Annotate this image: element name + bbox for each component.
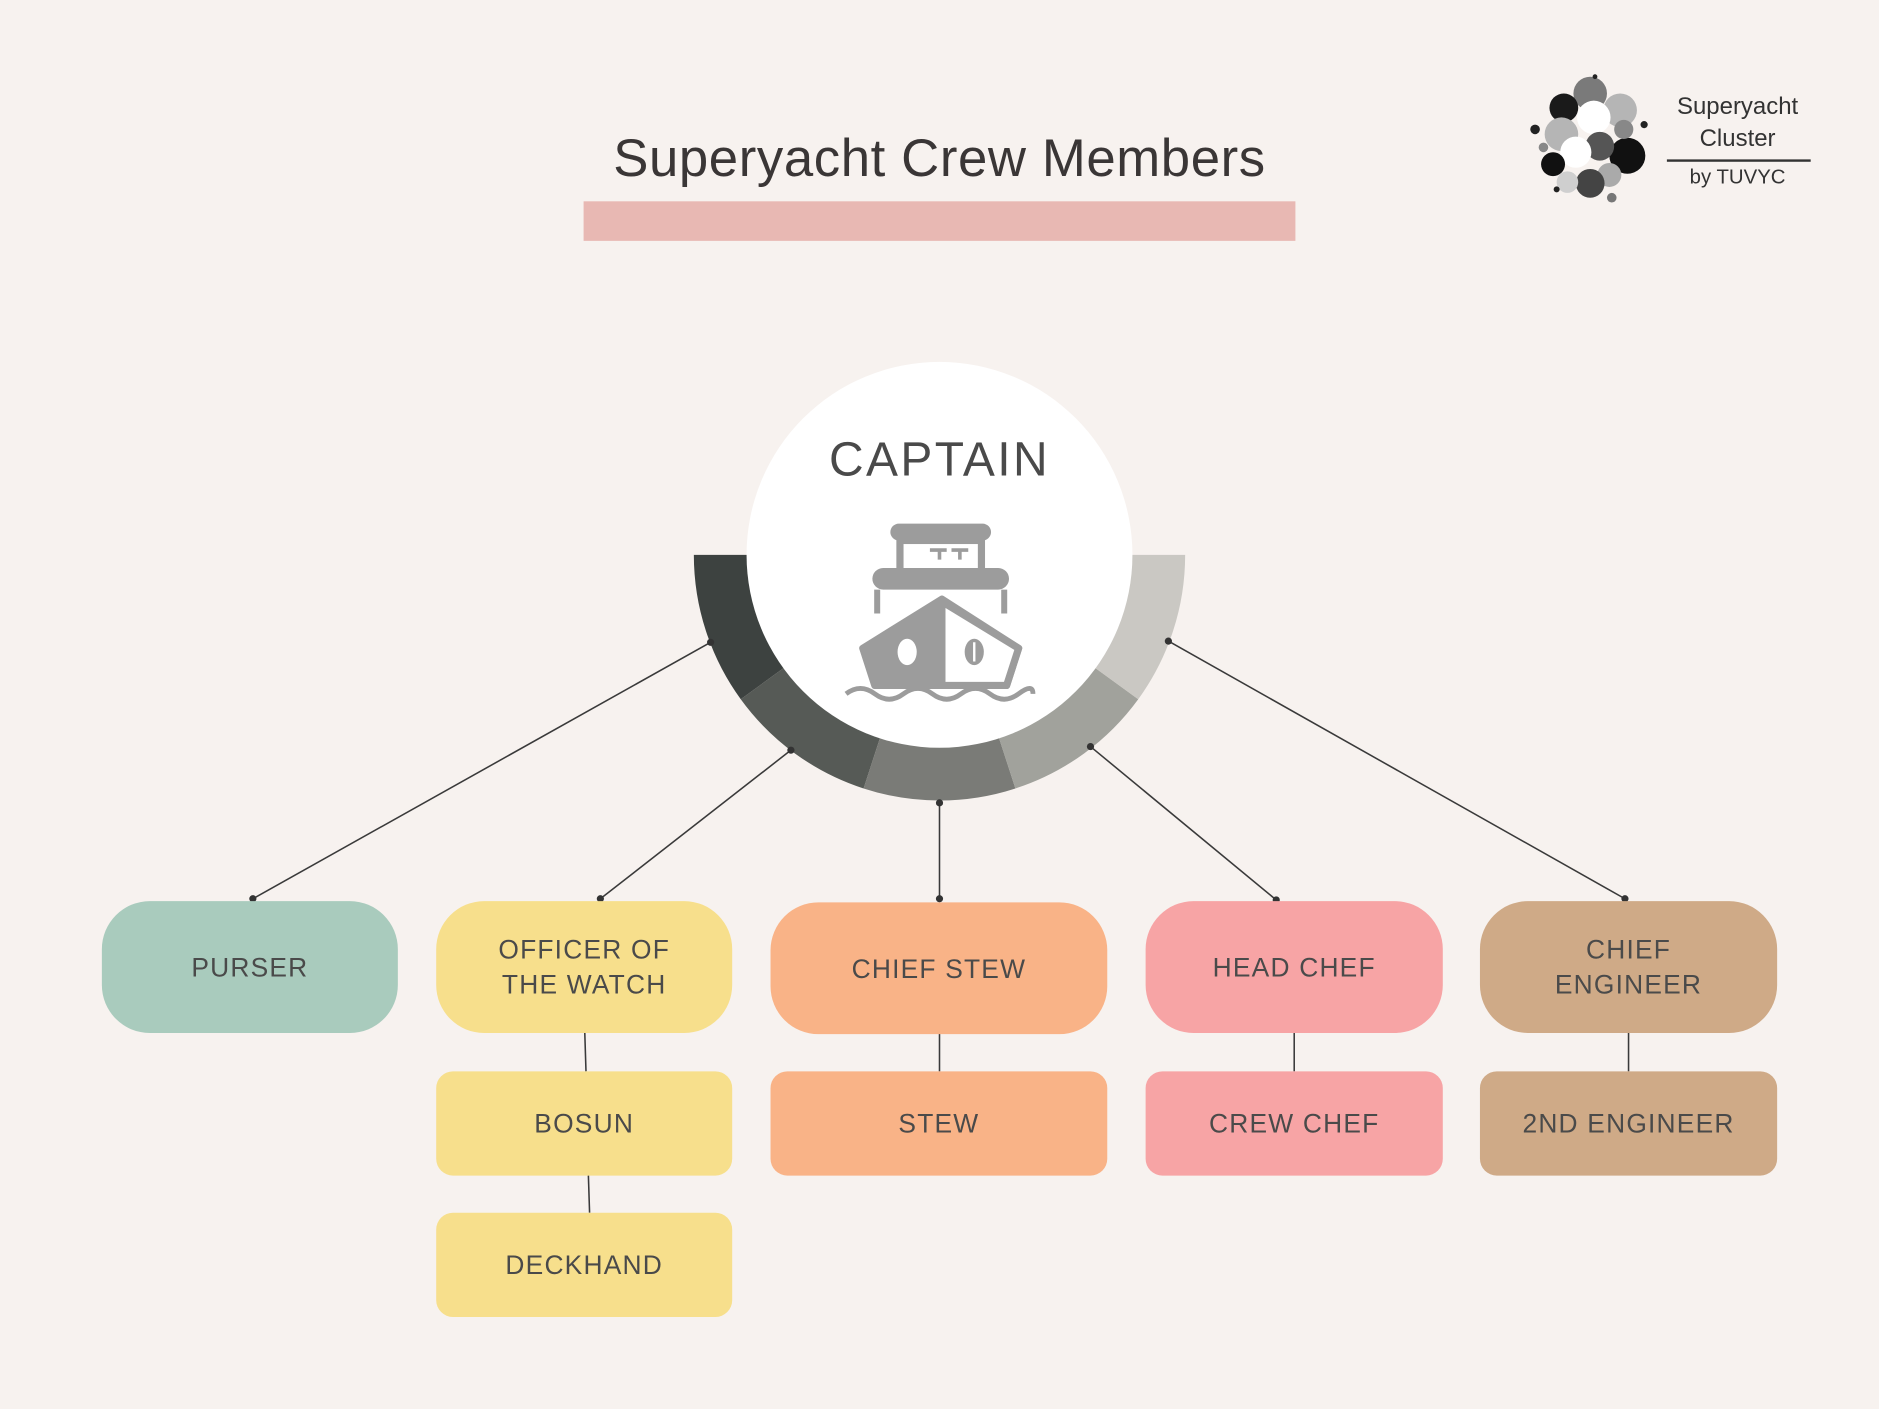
- connector-head-chef: [1089, 745, 1277, 901]
- node-officer-label-line-1: OFFICER OF: [498, 934, 671, 965]
- title-underline-bar: [583, 201, 1296, 241]
- node-purser: PURSER: [101, 901, 398, 1033]
- connector-dots: [249, 637, 1629, 904]
- logo-subtitle: by TUVYC: [1689, 165, 1786, 189]
- bubble-cluster-logo-icon: [1530, 74, 1648, 203]
- ring-segment-5: [1089, 554, 1186, 700]
- node-chief-engineer: CHIEF ENGINEER: [1479, 901, 1778, 1033]
- ship-icon: [844, 523, 1036, 702]
- connector-purser: [252, 641, 711, 900]
- node-officer-label-line-2: THE WATCH: [501, 969, 667, 1000]
- node-stew: STEW: [770, 1071, 1108, 1176]
- ring-segment-2: [740, 664, 883, 789]
- node-crew-chef-label: CREW CHEF: [1208, 1108, 1380, 1139]
- connector-chief-engineer: [1167, 640, 1626, 900]
- node-chief-stew-label: CHIEF STEW: [851, 953, 1027, 984]
- node-head-chef: HEAD CHEF: [1145, 901, 1443, 1033]
- node-chief-stew: CHIEF STEW: [770, 902, 1108, 1035]
- node-stew-label: STEW: [898, 1108, 980, 1139]
- node-chief-engineer-label-line-1: CHIEF: [1585, 934, 1672, 965]
- connector-officer: [599, 749, 792, 900]
- logo-divider: [1666, 159, 1811, 162]
- node-officer-of-the-watch: OFFICER OF THE WATCH: [436, 901, 733, 1033]
- node-bosun: BOSUN: [436, 1071, 733, 1176]
- captain-label: CAPTAIN: [829, 433, 1050, 487]
- connector-bosun: [584, 1032, 587, 1072]
- node-bosun-label: BOSUN: [534, 1108, 635, 1139]
- ring-segment-1: [693, 554, 790, 700]
- page-title: Superyacht Crew Members: [613, 129, 1266, 189]
- connectors: [252, 640, 1630, 1213]
- node-purser-label: PURSER: [191, 952, 309, 983]
- captain-ring: [693, 554, 1186, 801]
- node-second-engineer-label: 2ND ENGINEER: [1522, 1108, 1735, 1139]
- ring-segment-3: [863, 731, 1016, 801]
- logo-line-1: Superyacht: [1676, 93, 1799, 120]
- node-crew-chef: CREW CHEF: [1145, 1071, 1443, 1176]
- node-chief-engineer-label-line-2: ENGINEER: [1554, 969, 1703, 1000]
- logo-line-2: Cluster: [1699, 125, 1776, 153]
- node-head-chef-label: HEAD CHEF: [1212, 952, 1376, 983]
- connector-deckhand: [587, 1175, 591, 1213]
- node-second-engineer: 2ND ENGINEER: [1479, 1071, 1778, 1176]
- ring-segment-4: [996, 664, 1139, 789]
- logo-wordmark: Superyacht Cluster: [1663, 91, 1812, 156]
- node-deckhand-label: DECKHAND: [505, 1249, 663, 1280]
- node-deckhand: DECKHAND: [436, 1212, 733, 1317]
